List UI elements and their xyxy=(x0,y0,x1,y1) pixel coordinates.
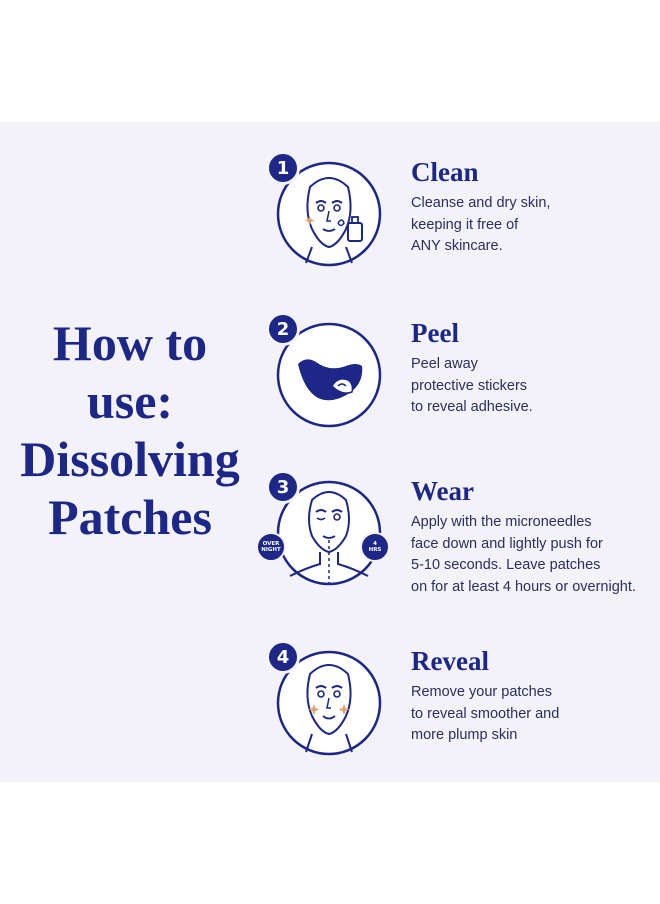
description-line: to reveal adhesive. xyxy=(411,399,533,415)
patch-peel-icon xyxy=(276,322,382,428)
face-cleansing-icon xyxy=(276,161,382,267)
step-number-badge: 3 xyxy=(266,470,300,504)
face-glowing-icon xyxy=(276,650,382,756)
step-title: Peel xyxy=(411,318,459,348)
page-title: How to use: Dissolving Patches xyxy=(10,314,250,546)
step-title: Clean xyxy=(411,157,479,187)
description-line: Apply with the microneedles xyxy=(411,514,592,530)
description-line: face down and lightly push for xyxy=(411,535,603,552)
description-line: to reveal smoother and xyxy=(411,705,560,722)
title-line-1: How to xyxy=(52,315,208,371)
description-line: Peel away xyxy=(411,356,478,372)
step-number-badge: 4 xyxy=(266,640,300,674)
description-line: on for at least 4 hours or overnight. xyxy=(411,578,636,595)
title-line-3: Dissolving xyxy=(20,431,240,487)
hours-label-line: HRS xyxy=(368,547,382,553)
description-line: protective stickers xyxy=(411,377,528,394)
hours-badge: 4 HRS xyxy=(360,532,390,562)
step-description: Apply with the microneedles face down an… xyxy=(411,512,660,598)
description-line: Cleanse and dry skin, xyxy=(411,195,551,211)
description-line: 5-10 seconds. Leave patches xyxy=(411,557,601,573)
description-line: more plump skin xyxy=(411,727,518,743)
step-title: Wear xyxy=(411,476,474,506)
description-line: ANY skincare. xyxy=(411,238,503,254)
overnight-label-line: OVER xyxy=(262,541,280,547)
step-number-badge: 2 xyxy=(266,312,300,346)
step-description: Remove your patches to reveal smoother a… xyxy=(411,682,660,747)
hours-label-line: 4 xyxy=(373,541,377,547)
step-number-badge: 1 xyxy=(266,151,300,185)
overnight-label-line: NIGHT xyxy=(261,547,281,553)
description-line: Remove your patches xyxy=(411,684,553,700)
title-line-2: use: xyxy=(86,373,174,429)
description-line: keeping it free of xyxy=(411,216,519,233)
step-title: Reveal xyxy=(411,646,489,676)
overnight-badge: OVER NIGHT xyxy=(256,532,286,562)
step-description: Peel away protective stickers to reveal … xyxy=(411,354,660,419)
title-line-4: Patches xyxy=(48,489,212,545)
step-description: Cleanse and dry skin, keeping it free of… xyxy=(411,193,660,258)
